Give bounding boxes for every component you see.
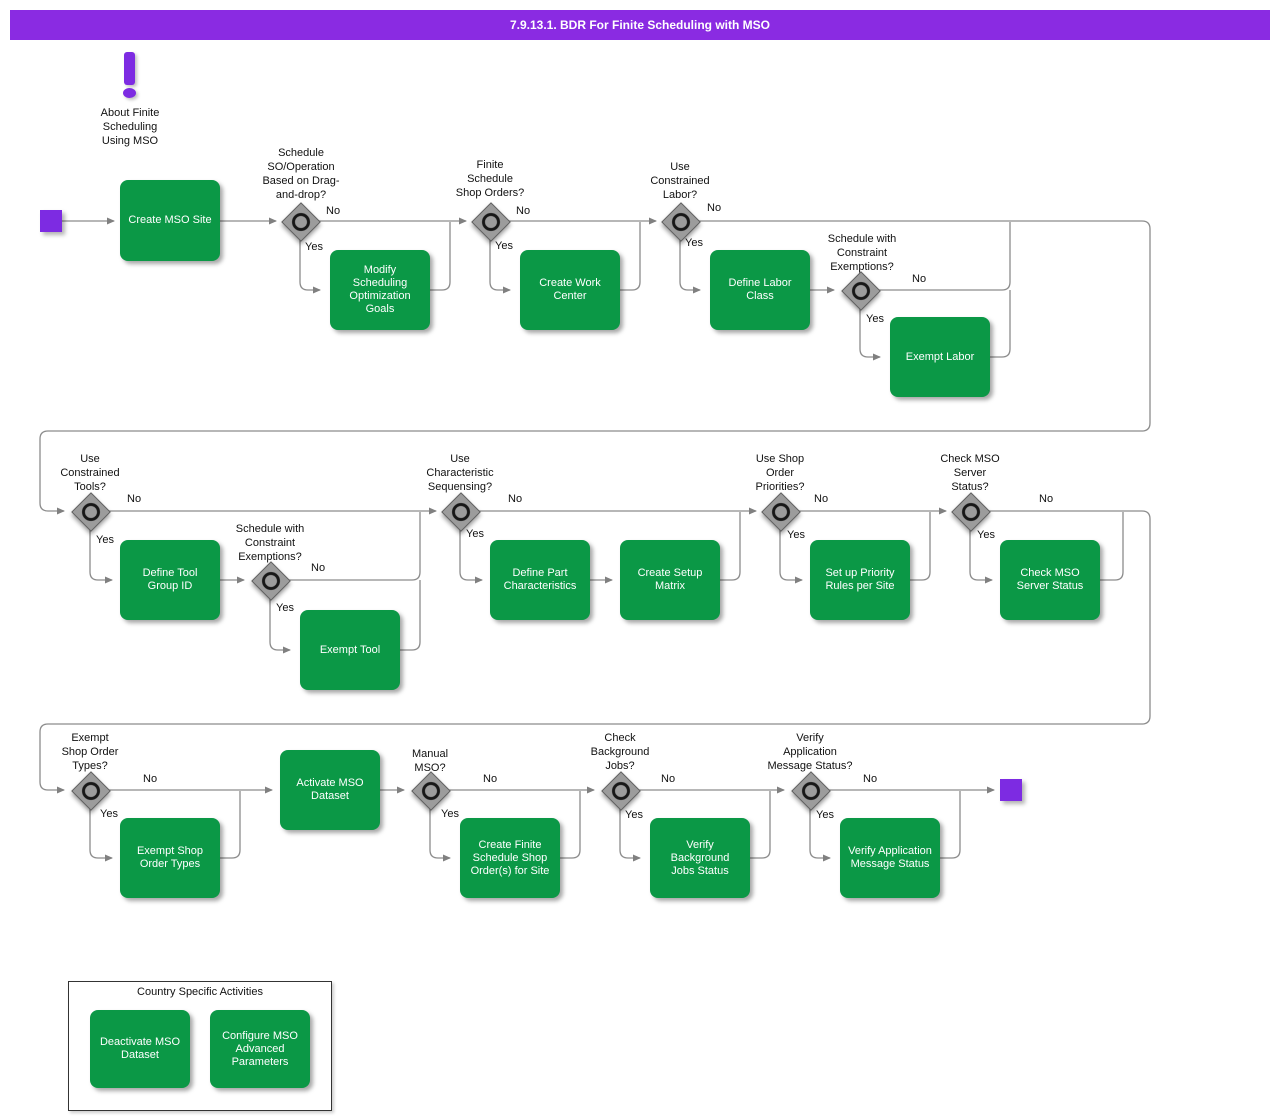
branch-no-label: No xyxy=(1039,493,1054,505)
decision-ring-icon xyxy=(78,778,104,804)
branch-yes-label: Yes xyxy=(787,529,805,541)
task-verify-application-message-status[interactable]: Verify Application Message Status xyxy=(840,818,940,898)
task-create-finite-schedule-shop-orders-for-site[interactable]: Create Finite Schedule Shop Order(s) for… xyxy=(460,818,560,898)
decision-ring-icon xyxy=(78,499,104,525)
decision-ring-icon xyxy=(668,209,694,235)
task-verify-background-jobs-status[interactable]: Verify Background Jobs Status xyxy=(650,818,750,898)
decision-ring-icon xyxy=(258,568,284,594)
decision-ring-icon xyxy=(448,499,474,525)
task-exempt-tool[interactable]: Exempt Tool xyxy=(300,610,400,690)
decision-manual-mso xyxy=(411,771,451,811)
exclamation-dot xyxy=(123,88,136,98)
decision-label-finite-schedule-shop-orders: Finite Schedule Shop Orders? xyxy=(455,159,525,199)
decision-ring-icon xyxy=(608,778,634,804)
decision-label-use-characteristic-sequensing: Use Characteristic Sequensing? xyxy=(426,453,494,493)
branch-yes-label: Yes xyxy=(685,237,703,249)
decision-label-use-constrained-tools: Use Constrained Tools? xyxy=(60,453,120,493)
branch-no-label: No xyxy=(814,493,829,505)
branch-yes-label: Yes xyxy=(466,528,484,540)
task-create-work-center[interactable]: Create Work Center xyxy=(520,250,620,330)
task-create-setup-matrix[interactable]: Create Setup Matrix xyxy=(620,540,720,620)
decision-check-mso-server-status xyxy=(951,492,991,532)
task-set-up-priority-rules-per-site[interactable]: Set up Priority Rules per Site xyxy=(810,540,910,620)
decision-ring-icon xyxy=(798,778,824,804)
branch-yes-label: Yes xyxy=(866,313,884,325)
decision-check-background-jobs xyxy=(601,771,641,811)
page-title: 7.9.13.1. BDR For Finite Scheduling with… xyxy=(10,10,1270,40)
branch-no-label: No xyxy=(326,205,341,217)
decision-finite-schedule-shop-orders xyxy=(471,202,511,242)
branch-no-label: No xyxy=(143,773,158,785)
branch-no-label: No xyxy=(127,493,142,505)
branch-yes-label: Yes xyxy=(441,808,459,820)
decision-ring-icon xyxy=(288,209,314,235)
task-configure-mso-advanced-parameters[interactable]: Configure MSO Advanced Parameters xyxy=(210,1010,310,1088)
decision-exempt-shop-order-types xyxy=(71,771,111,811)
branch-yes-label: Yes xyxy=(305,241,323,253)
exclamation-icon[interactable] xyxy=(123,52,137,98)
branch-no-label: No xyxy=(483,773,498,785)
task-define-tool-group-id[interactable]: Define Tool Group ID xyxy=(120,540,220,620)
decision-schedule-constraint-exemptions-labor xyxy=(841,271,881,311)
branch-yes-label: Yes xyxy=(100,808,118,820)
task-deactivate-mso-dataset[interactable]: Deactivate MSO Dataset xyxy=(90,1010,190,1088)
branch-no-label: No xyxy=(508,493,523,505)
decision-label-use-shop-order-priorities: Use Shop Order Priorities? xyxy=(755,453,805,493)
decision-label-exempt-shop-order-types: Exempt Shop Order Types? xyxy=(61,732,119,772)
branch-no-label: No xyxy=(912,273,927,285)
decision-label-schedule-so-operation: Schedule SO/Operation Based on Drag- and… xyxy=(262,147,340,201)
branch-yes-label: Yes xyxy=(495,240,513,252)
decision-label-check-background-jobs: Check Background Jobs? xyxy=(590,732,650,772)
branch-yes-label: Yes xyxy=(977,529,995,541)
decision-use-constrained-labor xyxy=(661,202,701,242)
task-define-labor-class[interactable]: Define Labor Class xyxy=(710,250,810,330)
branch-no-label: No xyxy=(516,205,531,217)
decision-ring-icon xyxy=(848,278,874,304)
branch-no-label: No xyxy=(707,202,722,214)
task-create-mso-site[interactable]: Create MSO Site xyxy=(120,180,220,261)
task-activate-mso-dataset[interactable]: Activate MSO Dataset xyxy=(280,750,380,830)
task-check-mso-server-status[interactable]: Check MSO Server Status xyxy=(1000,540,1100,620)
decision-ring-icon xyxy=(478,209,504,235)
decision-label-use-constrained-labor: Use Constrained Labor? xyxy=(650,161,710,201)
task-define-part-characteristics[interactable]: Define Part Characteristics xyxy=(490,540,590,620)
task-exempt-labor[interactable]: Exempt Labor xyxy=(890,317,990,397)
decision-use-shop-order-priorities xyxy=(761,492,801,532)
decision-verify-application-message-status xyxy=(791,771,831,811)
decision-label-schedule-constraint-exemptions-labor: Schedule with Constraint Exemptions? xyxy=(827,233,897,273)
task-exempt-shop-order-types[interactable]: Exempt Shop Order Types xyxy=(120,818,220,898)
decision-use-constrained-tools xyxy=(71,492,111,532)
country-group-title: Country Specific Activities xyxy=(137,986,263,998)
decision-label-check-mso-server-status: Check MSO Server Status? xyxy=(940,453,1000,493)
decision-schedule-constraint-exemptions-tools xyxy=(251,561,291,601)
decision-schedule-so-operation-drag-drop xyxy=(281,202,321,242)
decision-use-characteristic-sequensing xyxy=(441,492,481,532)
branch-yes-label: Yes xyxy=(96,534,114,546)
exclamation-bar xyxy=(124,52,135,85)
branch-no-label: No xyxy=(661,773,676,785)
decision-label-manual-mso: Manual MSO? xyxy=(411,748,449,774)
start-node xyxy=(40,210,62,232)
decision-ring-icon xyxy=(418,778,444,804)
branch-no-label: No xyxy=(863,773,878,785)
task-modify-scheduling-optimization-goals[interactable]: Modify Scheduling Optimization Goals xyxy=(330,250,430,330)
branch-yes-label: Yes xyxy=(625,809,643,821)
branch-yes-label: Yes xyxy=(276,602,294,614)
decision-ring-icon xyxy=(768,499,794,525)
decision-ring-icon xyxy=(958,499,984,525)
decision-label-verify-application-message-status: Verify Application Message Status? xyxy=(767,732,853,772)
decision-label-schedule-constraint-exemptions-tools: Schedule with Constraint Exemptions? xyxy=(235,523,305,563)
about-note-label[interactable]: About Finite Scheduling Using MSO xyxy=(100,107,160,147)
end-node xyxy=(1000,779,1022,801)
branch-yes-label: Yes xyxy=(816,809,834,821)
branch-no-label: No xyxy=(311,562,326,574)
